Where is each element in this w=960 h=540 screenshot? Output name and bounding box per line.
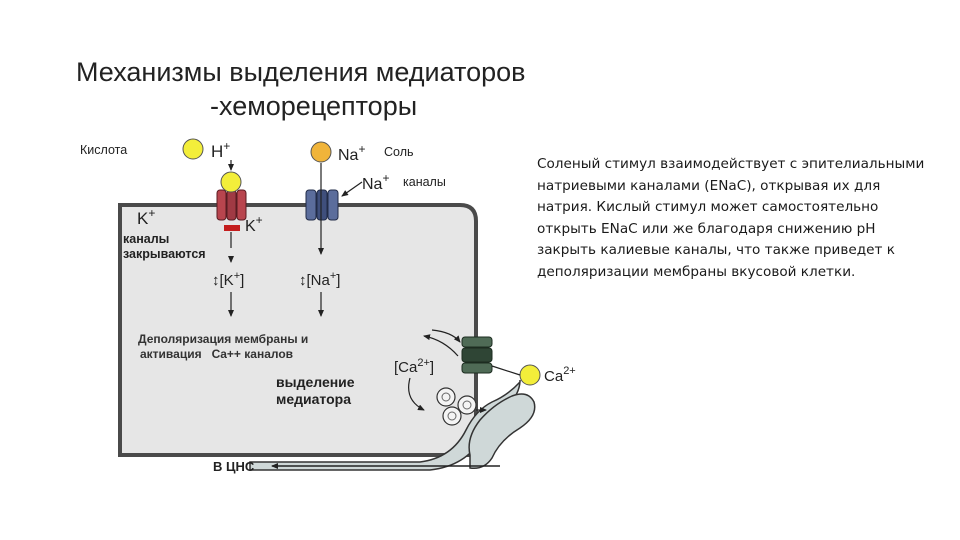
na-channel — [305, 189, 339, 221]
k-conc-label: ↕[K+] — [212, 270, 244, 289]
acid-label: Кислота — [80, 143, 127, 157]
description-text: Соленый стимул взаимодействует с эпители… — [537, 154, 932, 284]
description-line: натрия. Кислый стимул может самостоятель… — [537, 199, 879, 216]
h-ion-bound — [220, 171, 242, 193]
synaptic-terminal — [468, 393, 536, 470]
release-label-2: медиатора — [276, 391, 351, 407]
h-ion — [182, 138, 204, 160]
salt-label: Соль — [384, 145, 414, 159]
na-channel-pointer — [341, 181, 363, 197]
transmitter-vesicles — [436, 387, 477, 426]
ca-entry-arrow — [423, 334, 459, 357]
title-line-2: -хеморецепторы — [210, 91, 418, 121]
taste-cell-body — [118, 203, 478, 457]
k-channel-block — [224, 225, 240, 231]
k-ion-label: K+ — [137, 206, 155, 228]
na-channel-ion-label: Na+ — [362, 171, 389, 193]
ca-to-vesicle-arrow — [408, 377, 425, 411]
ca-ion — [519, 364, 541, 386]
depolarization-label-1: Деполяризация мембраны и — [138, 332, 308, 346]
description-line: натриевыми каналами (ENaC), открывая их … — [537, 177, 881, 194]
cns-label: В ЦНС — [213, 459, 255, 474]
h-ion-label: H+ — [211, 139, 230, 161]
description-line: Соленый стимул взаимодействует с эпители… — [537, 156, 925, 172]
k-channel — [216, 189, 247, 221]
ca-conc-label: [Ca2+] — [394, 357, 434, 376]
k-channels-label-1: каналы — [123, 232, 169, 246]
description-line: закрыть калиевые каналы, что также приве… — [537, 242, 895, 259]
depol-to-ca-arrow — [431, 329, 461, 343]
ca-channel — [461, 336, 493, 374]
description-line: открыть ENaC или же благодаря снижению p… — [537, 220, 876, 237]
release-label-1: выделение — [276, 374, 355, 390]
channels-label: каналы — [403, 175, 446, 189]
title-line-1: Механизмы выделения медиаторов — [76, 57, 526, 87]
na-ion — [310, 141, 332, 163]
ca-out-label: Ca2+ — [544, 365, 576, 385]
description-line: деполяризации мембраны вкусовой клетки. — [537, 263, 856, 280]
na-ion-label: Na+ — [338, 142, 365, 164]
ca-influx-line — [491, 365, 521, 376]
k-out-label: K+ — [245, 213, 263, 235]
k-channels-label-2: закрываются — [123, 247, 206, 261]
depolarization-label-2: активация Ca++ каналов — [140, 347, 293, 361]
